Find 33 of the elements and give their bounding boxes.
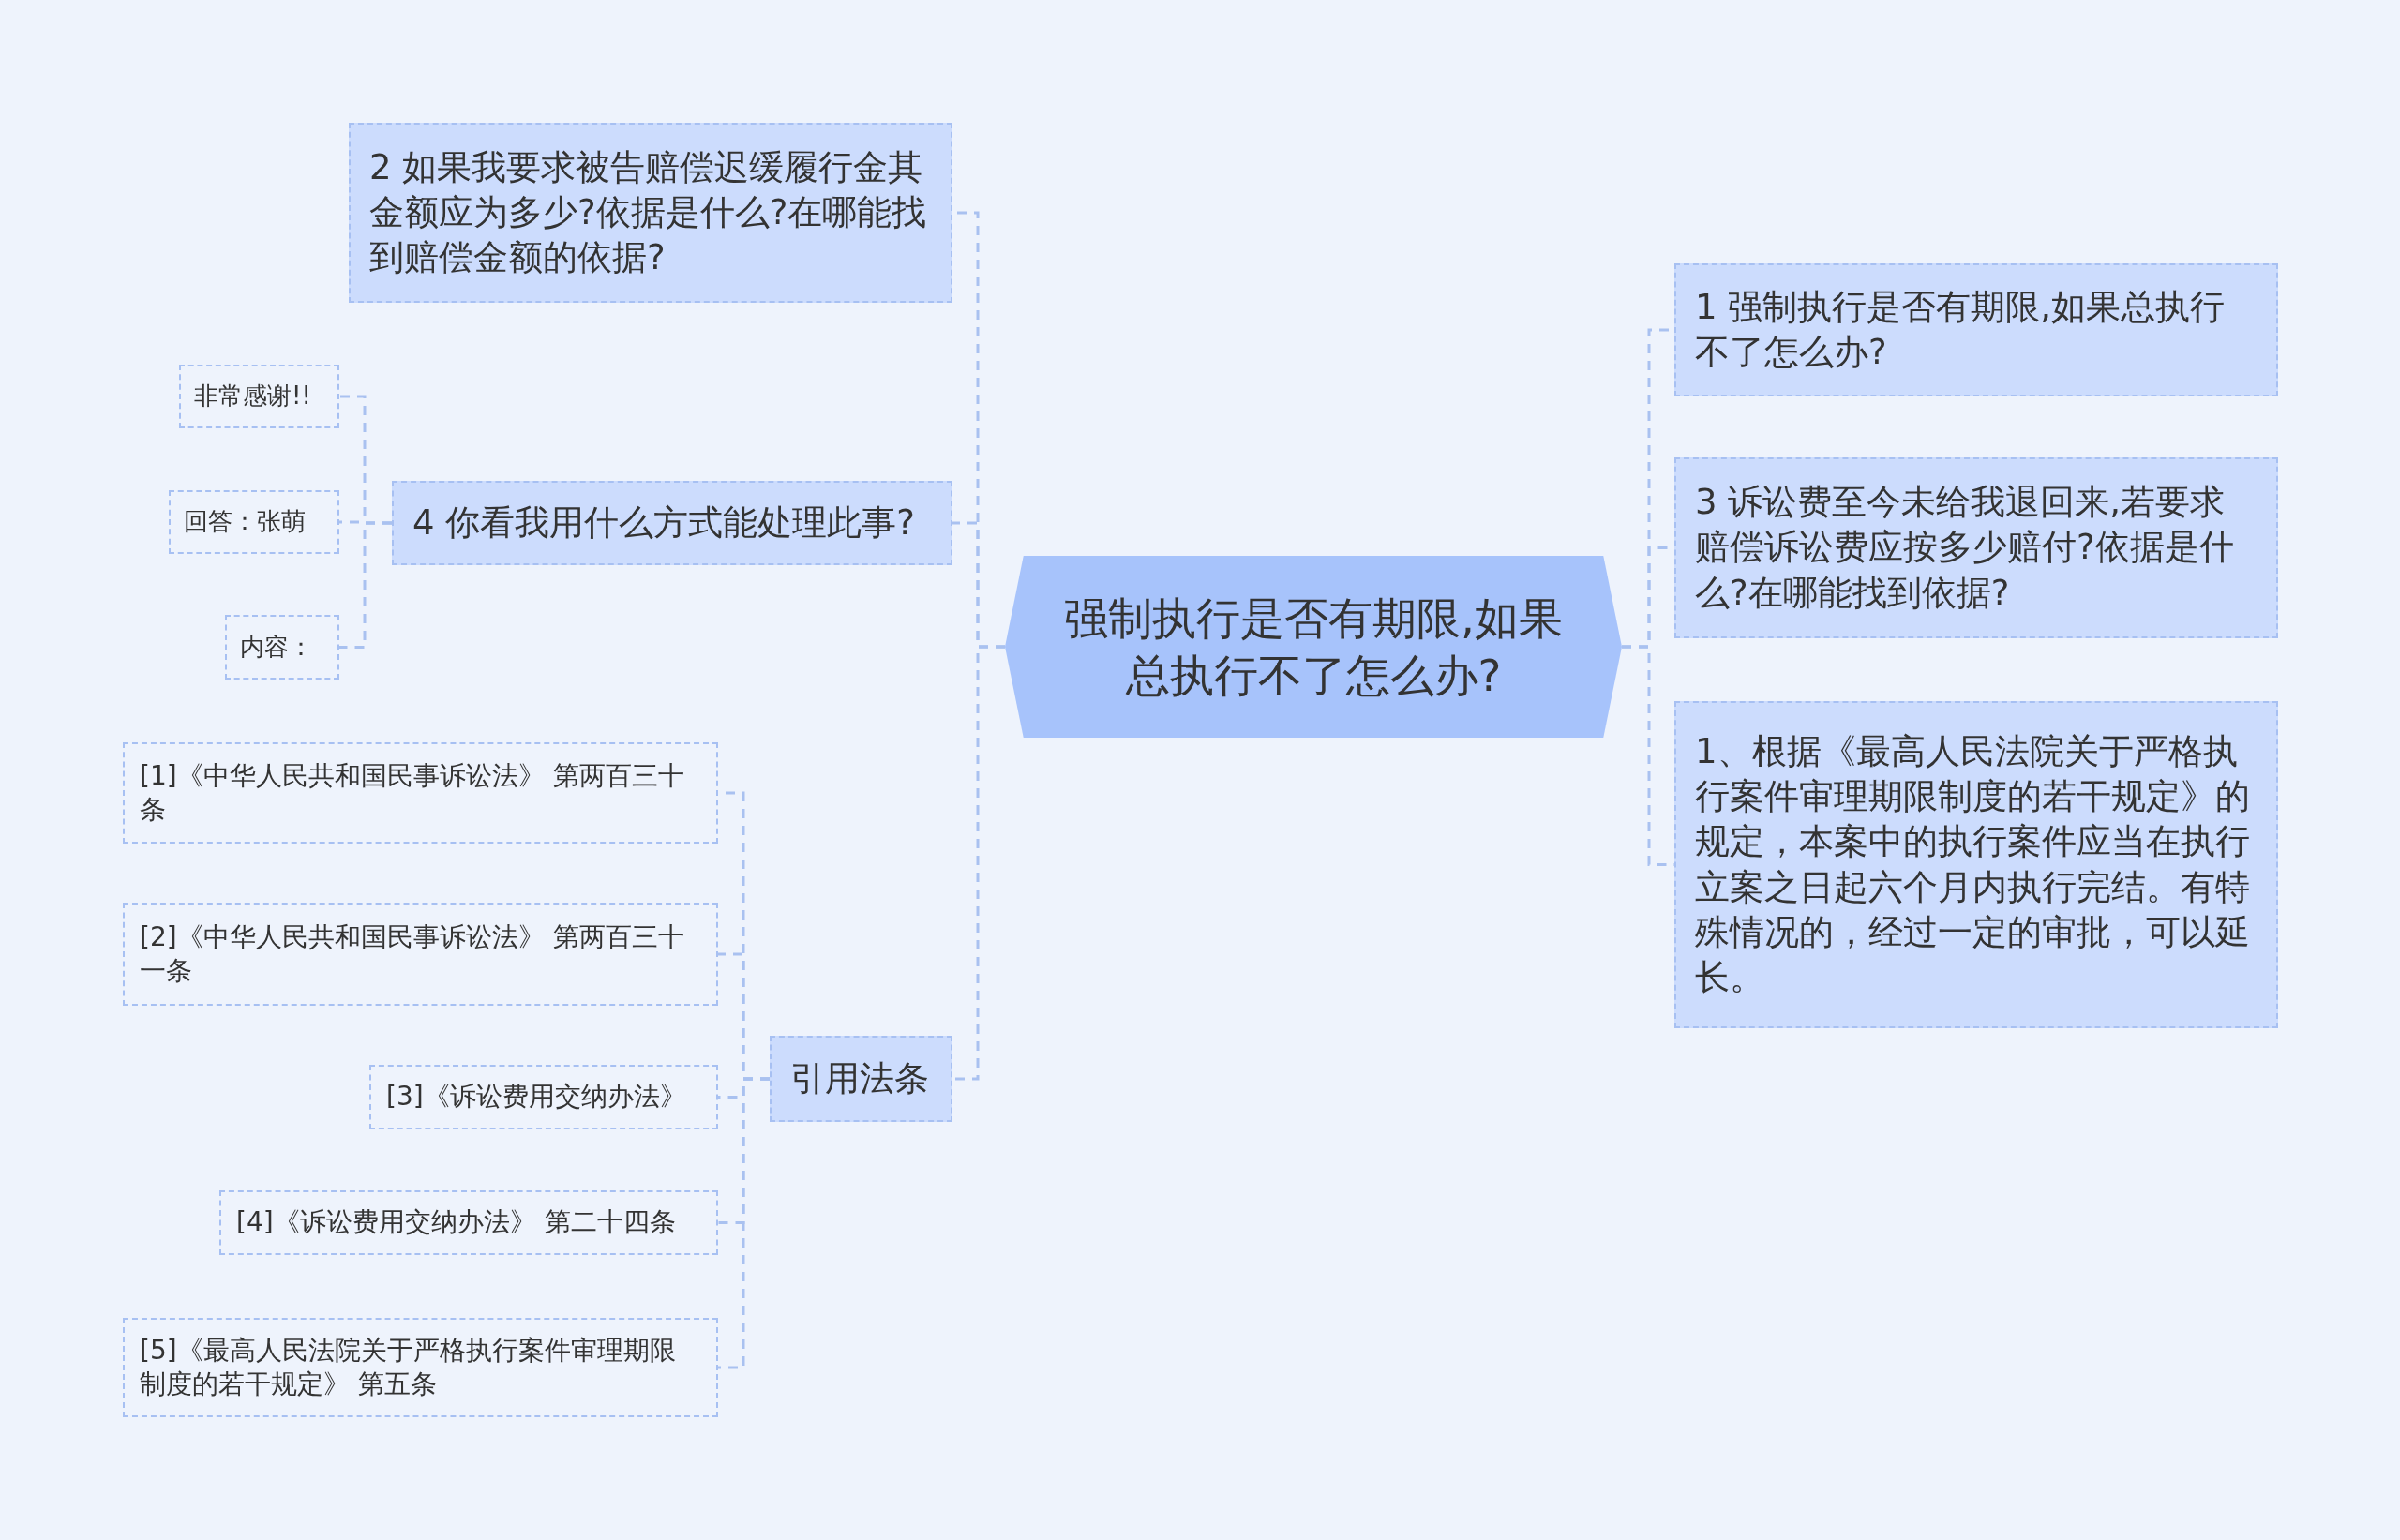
topic-box bbox=[770, 1036, 952, 1122]
topic-text: [3]《诉讼费用交纳办法》 bbox=[386, 1080, 686, 1114]
topic-box bbox=[1674, 701, 2278, 1028]
connector-line bbox=[718, 1077, 770, 1369]
topic-text: 内容： bbox=[240, 631, 313, 663]
subtopic-box bbox=[369, 1065, 718, 1129]
topic-box bbox=[392, 481, 952, 565]
topic-box bbox=[349, 123, 952, 303]
connector-line bbox=[952, 645, 1005, 1081]
subtopic-box bbox=[123, 742, 718, 844]
subtopic-box bbox=[123, 1318, 718, 1417]
subtopic-box bbox=[219, 1190, 718, 1255]
topic-text: [4]《诉讼费用交纳办法》 第二十四条 bbox=[236, 1205, 676, 1240]
topic-text: 引用法条 bbox=[790, 1056, 929, 1100]
topic-text: [2]《中华人民共和国民事诉讼法》 第两百三十一条 bbox=[140, 920, 685, 988]
subtopic-box bbox=[169, 490, 339, 554]
topic-text: 3 诉讼费至今未给我退回来,若要求赔偿诉讼费应按多少赔付?依据是什么?在哪能找到依据? bbox=[1695, 481, 2235, 615]
topic-box bbox=[1674, 457, 2278, 638]
topic-text: 1、根据《最高人民法院关于严格执行案件审理期限制度的若干规定》的规定，本案中的执行案件应当在执行立案之日起六个月内执行完结。有特殊情况的，经过一定的审批，可以延长。 bbox=[1695, 730, 2251, 999]
topic-text: 回答：张萌 bbox=[184, 506, 306, 538]
topic-box bbox=[1674, 263, 2278, 396]
topic-text: [5]《最高人民法院关于严格执行案件审理期限制度的若干规定》 第五条 bbox=[140, 1333, 677, 1401]
topic-text: 4 你看我用什么方式能处理此事? bbox=[412, 501, 915, 545]
topic-text: 1 强制执行是否有期限,如果总执行不了怎么办? bbox=[1695, 285, 2227, 374]
central-topic-text: 强制执行是否有期限,如果总执行不了怎么办? bbox=[1063, 591, 1564, 703]
subtopic-box bbox=[225, 615, 339, 680]
subtopic-box bbox=[123, 903, 718, 1006]
topic-text: 非常感谢!! bbox=[194, 381, 311, 412]
topic-text: [1]《中华人民共和国民事诉讼法》 第两百三十条 bbox=[140, 758, 685, 827]
central-topic-hexagon bbox=[1005, 556, 1622, 738]
subtopic-box bbox=[179, 365, 339, 428]
connector-line bbox=[339, 521, 392, 649]
topic-text: 2 如果我要求被告赔偿迟缓履行金其金额应为多少?依据是什么?在哪能找到赔偿金额的依据? bbox=[369, 145, 928, 280]
